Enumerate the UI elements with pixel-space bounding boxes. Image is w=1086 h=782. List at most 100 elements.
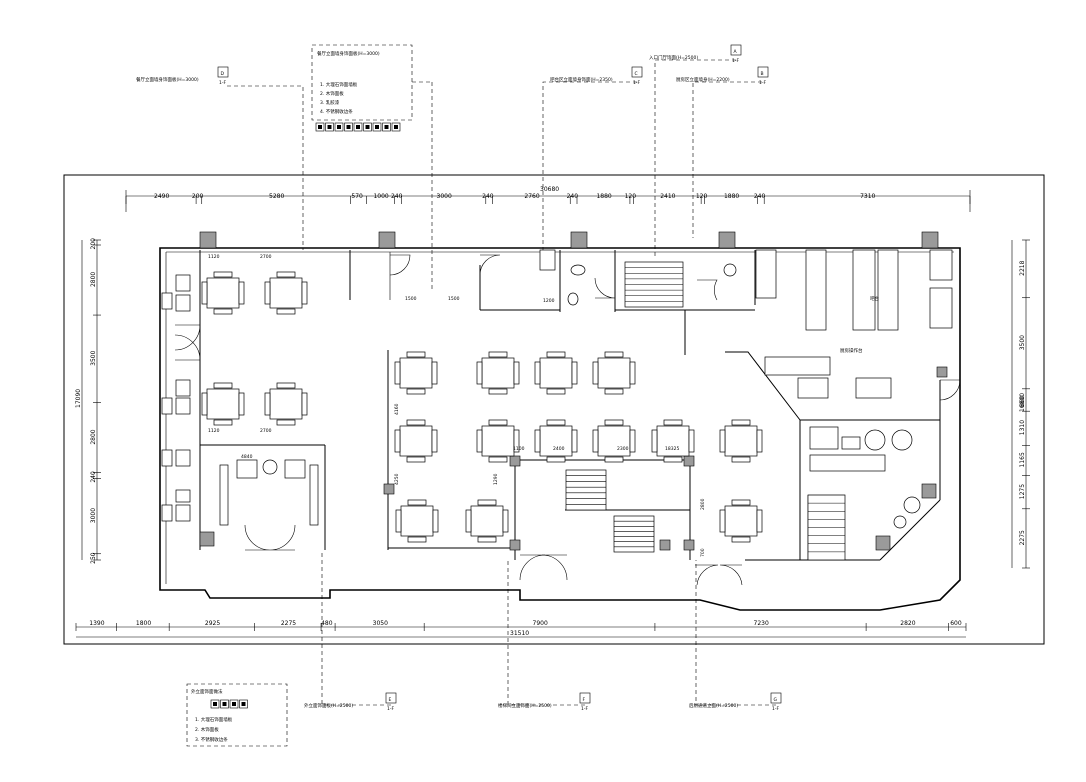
dining-table [269, 277, 303, 309]
legend-top-item-4: 4. 不锈钢收边条 [320, 108, 353, 115]
inner-dim-g: 4160 [394, 403, 400, 415]
callout-marker-box [385, 692, 397, 704]
inner-dim-l: 700 [700, 548, 706, 557]
legend-top-title: 餐厅立面墙身饰面板(H=3000) [317, 50, 380, 57]
callout-sheet-ref: 1-F [772, 706, 779, 712]
bottom-dim-label: 600 [950, 620, 962, 627]
chair [213, 419, 233, 426]
dining-table [724, 425, 758, 457]
chair [688, 429, 695, 453]
chair [592, 429, 599, 453]
top-dim-label: 240 [482, 193, 494, 200]
left-total-dim: 17090 [75, 389, 82, 408]
legend-swatch-mark [356, 125, 360, 129]
legend-box-top: 餐厅立面墙身饰面板(H=3000) 1. 大理石饰面墙板 2. 木饰面板 3. … [311, 44, 433, 290]
left-dim-label: 200 [90, 238, 97, 250]
legend-swatch [344, 122, 353, 132]
chair [406, 419, 426, 426]
inner-dim-o: 2300 [617, 446, 629, 452]
top-total-dim: 30680 [540, 186, 559, 193]
legend-swatch-mark [365, 125, 370, 129]
right-dim-label: 1310 [1019, 420, 1026, 435]
chair [513, 361, 520, 385]
inner-dim-e: 1500 [405, 296, 417, 302]
inner-dim-p: 18325 [665, 446, 679, 452]
callout-marker-box [631, 66, 643, 78]
callout-caption: 外立面饰面板(H=2500) [304, 702, 353, 709]
chair [663, 456, 683, 463]
legend-swatch-mark [337, 125, 341, 129]
legend-swatch-mark [222, 702, 227, 706]
dining-table [597, 425, 631, 457]
legend-swatch-mark [232, 702, 236, 706]
callout-marker-letter: A [734, 49, 738, 55]
chair [476, 361, 483, 385]
chair [488, 456, 508, 463]
legend-bottom-item-2: 2. 木饰面板 [195, 726, 219, 733]
top-dim-label: 1000 [373, 193, 388, 200]
top-dim-label: 7310 [860, 193, 875, 200]
lounge-seating [219, 459, 319, 526]
dining-table [269, 388, 303, 420]
stairs [565, 261, 846, 561]
chair [213, 382, 233, 389]
callout-sheet-ref: 1-F [581, 706, 588, 712]
chair [476, 429, 483, 453]
inner-dim-m: 1100 [513, 446, 525, 452]
inner-dim-f: 1500 [448, 296, 460, 302]
legend-swatch-mark [241, 702, 246, 706]
chair [276, 308, 296, 315]
chair [406, 388, 426, 395]
callout-marker-letter: G [774, 697, 778, 703]
chair [477, 499, 497, 506]
chair [546, 419, 566, 426]
top-dim-label: 240 [754, 193, 766, 200]
legend-swatch-mark [327, 125, 332, 129]
top-dim-label: 1880 [596, 193, 611, 200]
chair [731, 536, 751, 543]
chair [407, 536, 427, 543]
dining-table [470, 505, 504, 537]
bottom-dim-label: 2925 [205, 620, 220, 627]
left-dim-label: 3500 [90, 350, 97, 365]
chair [431, 429, 438, 453]
dining-table [539, 357, 573, 389]
chair [756, 509, 763, 533]
left-dim-label: 250 [90, 552, 97, 564]
dining-table [399, 357, 433, 389]
chair [477, 536, 497, 543]
legend-top-item-3: 3. 乳胶漆 [320, 99, 340, 106]
chair [571, 361, 578, 385]
legend-bottom-item-3: 3. 不锈钢收边条 [195, 736, 228, 743]
chair [213, 271, 233, 278]
top-dim-label: 120 [696, 193, 708, 200]
legend-swatch [210, 699, 220, 709]
chair [534, 361, 541, 385]
bottom-dim-label: 7900 [533, 620, 548, 627]
chair [534, 429, 541, 453]
legend-box-bottom: 外立面饰面做法 1. 大理石饰面墙板 2. 木饰面板 3. 不锈钢收边条 [186, 683, 288, 747]
dining-table [481, 425, 515, 457]
bottom-dim-label: 480 [321, 620, 333, 627]
chair [238, 281, 245, 305]
top-dim-label: 5280 [269, 193, 284, 200]
kitchen-equipment: 厨房操作台 吧台 [755, 249, 953, 529]
top-dim-label: 200 [192, 193, 204, 200]
chair [264, 281, 271, 305]
chair [502, 509, 509, 533]
legend-bottom-title: 外立面饰面做法 [191, 688, 223, 695]
legend-swatch [382, 122, 391, 132]
bottom-dim-label: 3050 [373, 620, 388, 627]
callout-marker-box [757, 66, 769, 78]
booth-seating [161, 274, 191, 522]
callout-caption: 吧台区立面墙身饰面(H=2350) [550, 76, 613, 83]
dining-table [206, 277, 240, 309]
bottom-dim-label: 2275 [281, 620, 296, 627]
bottom-dim-label: 2820 [900, 620, 915, 627]
top-dim-label: 240 [391, 193, 403, 200]
legend-bottom-item-1: 1. 大理石饰面墙板 [195, 716, 233, 723]
callout-marker-box [730, 44, 742, 56]
legend-swatch [353, 122, 363, 132]
chair [719, 429, 726, 453]
